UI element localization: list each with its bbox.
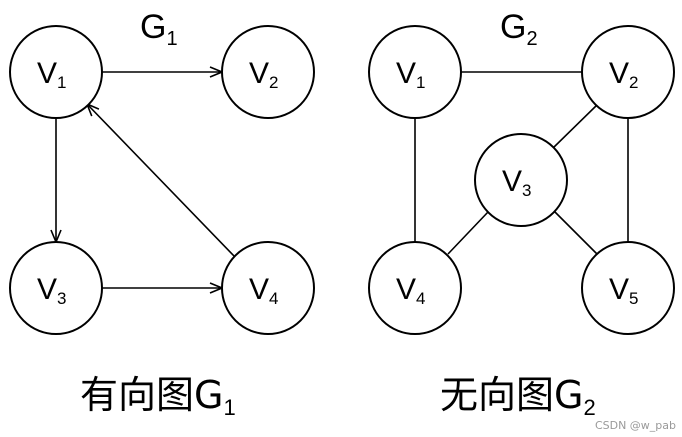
- watermark: CSDN @w_pab: [595, 419, 676, 432]
- node-g1-v4-label: V4: [249, 273, 278, 308]
- node-g1-v1: V1: [9, 25, 103, 119]
- node-g1-v2-label: V2: [249, 57, 278, 92]
- node-g2-v2: V2: [581, 25, 675, 119]
- edge-v3-v5: [553, 210, 598, 255]
- node-g2-v4: V4: [368, 241, 462, 335]
- node-g2-v5: V5: [581, 241, 675, 335]
- node-g2-v1: V1: [368, 25, 462, 119]
- graph-g2-title: G2: [500, 8, 538, 50]
- node-g1-v4: V4: [221, 241, 315, 335]
- node-g2-v2-label: V2: [609, 57, 638, 92]
- graph-g1: G1 V1 V2 V3 V4 有向图G1: [9, 8, 315, 420]
- node-g1-v1-label: V1: [37, 57, 66, 92]
- node-g1-v2: V2: [221, 25, 315, 119]
- graph-g2: G2 V1 V2 V3 V4 V5 无向图G2: [368, 8, 675, 420]
- graph-g1-title: G1: [140, 8, 178, 50]
- node-g2-v3: V3: [474, 133, 568, 227]
- node-g1-v3: V3: [9, 241, 103, 335]
- graph-g2-caption: 无向图G2: [440, 373, 596, 420]
- edge-v2-v3: [551, 103, 599, 150]
- node-g2-v4-label: V4: [396, 273, 425, 308]
- node-g2-v5-label: V5: [609, 273, 638, 308]
- node-g2-v1-label: V1: [396, 57, 425, 92]
- node-g2-v3-label: V3: [502, 165, 531, 200]
- node-g1-v3-label: V3: [37, 273, 66, 308]
- edge-v3-v4: [447, 211, 489, 255]
- graph-g1-caption: 有向图G1: [80, 373, 236, 420]
- edge-v4-v1: [87, 104, 235, 257]
